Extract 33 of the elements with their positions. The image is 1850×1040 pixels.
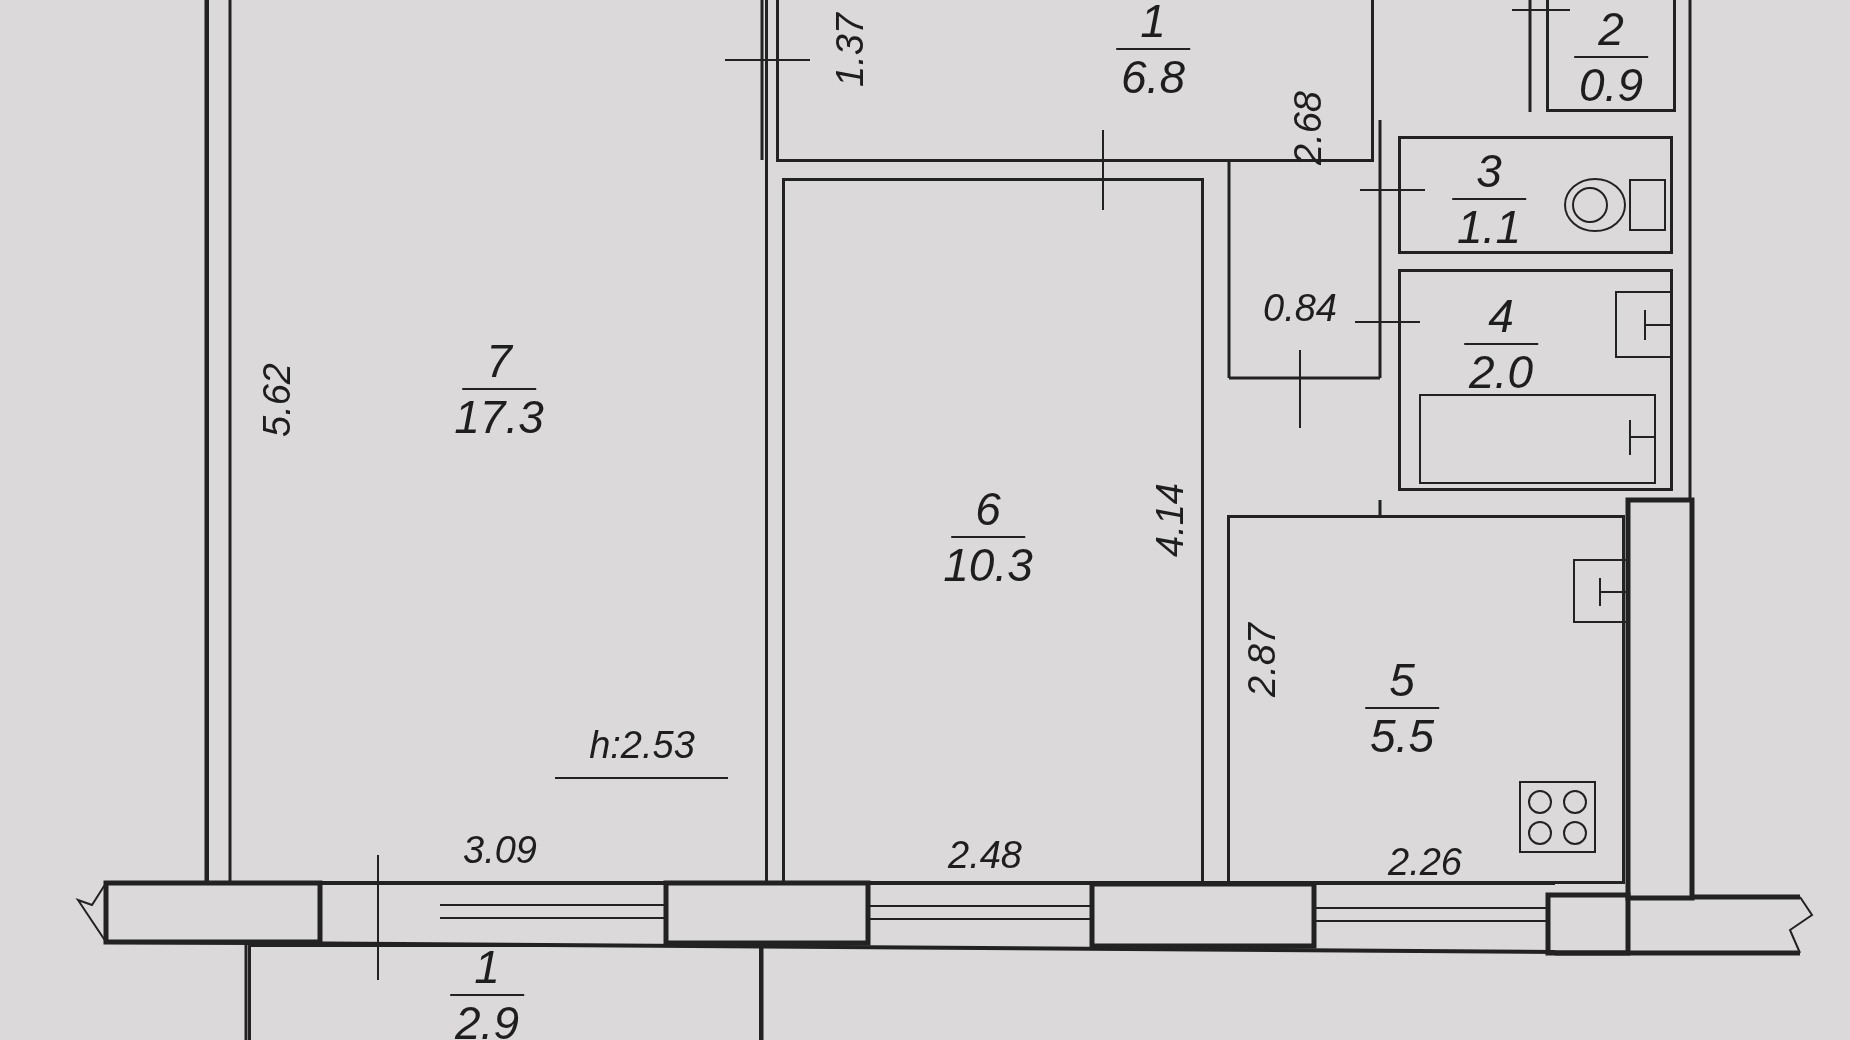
room-area: 17.3: [454, 390, 544, 440]
dimension-label: 0.84: [1263, 289, 1337, 327]
dimension-label: 2.68: [1289, 91, 1327, 165]
room-number: 1: [1116, 0, 1190, 50]
dimension-label: 1.37: [831, 13, 869, 87]
room-number: 1: [450, 944, 524, 996]
room-number: 2: [1574, 6, 1648, 58]
dimension-label: 3.09: [463, 831, 537, 869]
dimension-label: 2.48: [948, 836, 1022, 874]
dimension-label: 4.14: [1151, 483, 1189, 557]
room: [206, 0, 768, 884]
room: [782, 178, 1204, 884]
room-area: 2.9: [455, 996, 519, 1040]
room-area: 5.5: [1370, 709, 1434, 759]
dimension-label: 2.87: [1243, 623, 1281, 697]
room-number: 3: [1452, 148, 1526, 200]
room-number: 7: [462, 338, 536, 390]
dimension-label: 5.62: [258, 363, 296, 437]
room-number: 4: [1464, 293, 1538, 345]
room: [1227, 515, 1625, 884]
room-number: 6: [951, 486, 1025, 538]
room-area: 6.8: [1121, 50, 1185, 100]
room-area: 2.0: [1469, 345, 1533, 395]
dimension-label: h:2.53: [589, 726, 695, 764]
room-area: 10.3: [943, 538, 1033, 588]
room-area: 1.1: [1457, 200, 1521, 250]
room: [248, 944, 762, 1040]
dimension-label: 2.26: [1388, 843, 1462, 881]
room: [1546, 0, 1676, 112]
room-number: 5: [1365, 657, 1439, 709]
room: [1398, 269, 1673, 491]
room: [1398, 136, 1673, 254]
room-area: 0.9: [1579, 58, 1643, 108]
